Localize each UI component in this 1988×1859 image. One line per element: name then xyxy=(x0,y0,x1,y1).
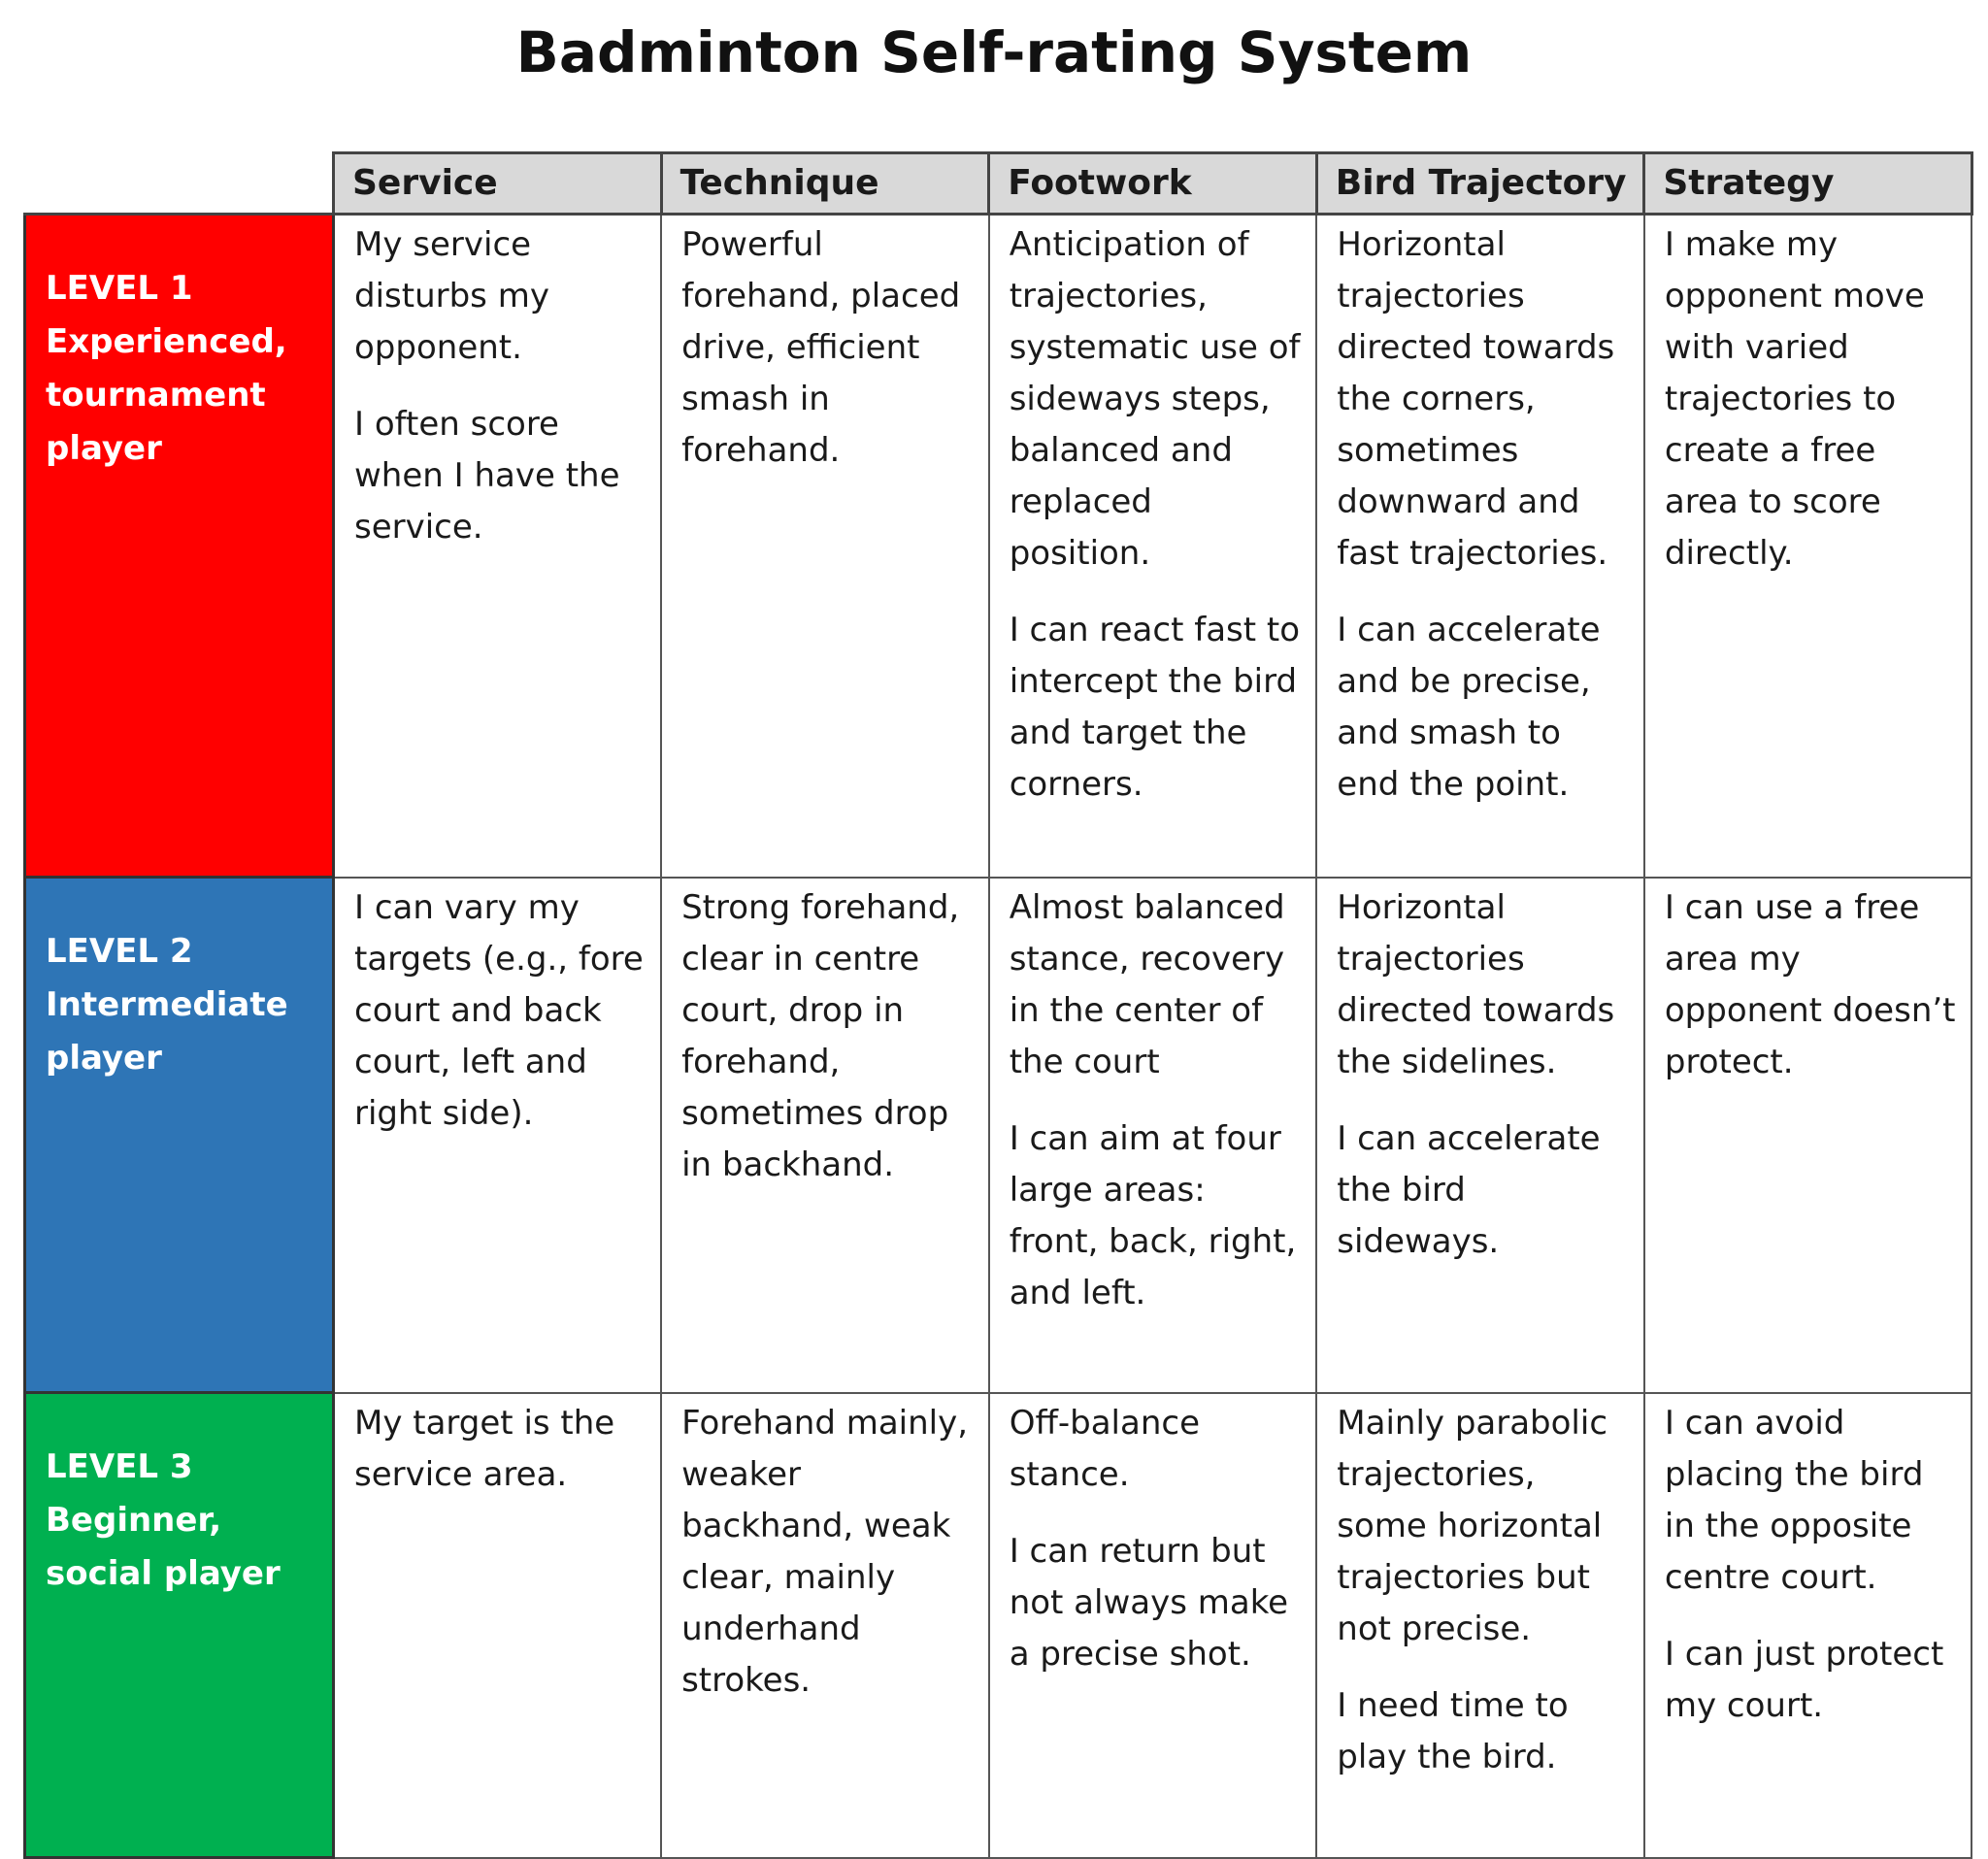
cell-text: I can avoid placing the bird in the oppo… xyxy=(1664,1403,1924,1597)
level-3-trajectory-cell: Mainly parabolic trajectories, some hori… xyxy=(1315,1391,1645,1859)
header-strategy: Strategy xyxy=(1642,151,1973,216)
rating-table: Service Technique Footwork Bird Trajecto… xyxy=(23,151,1973,1859)
cell-text: I can just protect my court. xyxy=(1664,1634,1944,1725)
cell-text: I need time to play the bird. xyxy=(1337,1685,1569,1776)
level-2-row: LEVEL 2 Intermediate player I can vary m… xyxy=(23,876,1973,1394)
cell-text: Horizontal trajectories directed towards… xyxy=(1337,887,1615,1081)
level-2-strategy-cell: I can use a free area my opponent doesn’… xyxy=(1642,876,1973,1394)
cell-text: I can accelerate the bird sideways. xyxy=(1337,1118,1601,1261)
cell-text: I often score when I have the service. xyxy=(354,405,620,547)
cell-text: I can return but not always make a preci… xyxy=(1009,1531,1289,1674)
page-title: Badminton Self-rating System xyxy=(515,19,1473,85)
cell-text: Strong forehand, clear in centre court, … xyxy=(681,887,960,1184)
level-3-label: LEVEL 3 Beginner, social player xyxy=(23,1391,335,1859)
level-3-row: LEVEL 3 Beginner, social player My targe… xyxy=(23,1391,1973,1859)
cell-text: Anticipation of trajectories, systematic… xyxy=(1009,225,1301,573)
cell-text: Forehand mainly, weaker backhand, weak c… xyxy=(681,1403,969,1700)
level-3-technique-cell: Forehand mainly, weaker backhand, weak c… xyxy=(660,1391,990,1859)
level-description: Intermediate player xyxy=(46,985,288,1078)
level-3-strategy-cell: I can avoid placing the bird in the oppo… xyxy=(1642,1391,1973,1859)
header-technique: Technique xyxy=(659,151,991,216)
header-row: Service Technique Footwork Bird Trajecto… xyxy=(24,151,1973,216)
level-2-service-cell: I can vary my targets (e.g., fore court … xyxy=(332,876,663,1394)
header-bird-trajectory: Bird Trajectory xyxy=(1314,151,1646,216)
cell-text: My target is the service area. xyxy=(354,1403,615,1494)
cell-text: I can accelerate and be precise, and sma… xyxy=(1337,611,1601,804)
level-name: LEVEL 2 xyxy=(46,932,193,971)
level-description: Beginner, social player xyxy=(46,1501,281,1593)
level-1-service-cell: My service disturbs my opponent. I often… xyxy=(332,213,663,879)
level-2-label: LEVEL 2 Intermediate player xyxy=(23,876,335,1394)
header-service: Service xyxy=(332,151,663,216)
header-corner xyxy=(24,152,334,216)
cell-text: Off-balance stance. xyxy=(1009,1403,1201,1494)
level-1-footwork-cell: Anticipation of trajectories, systematic… xyxy=(987,213,1318,879)
header-footwork: Footwork xyxy=(987,151,1318,216)
cell-text: I can use a free area my opponent doesn’… xyxy=(1664,887,1956,1081)
level-description: Experienced, tournament player xyxy=(46,322,287,468)
cell-text: Powerful forehand, placed drive, efficie… xyxy=(681,225,961,470)
cell-text: I make my opponent move with varied traj… xyxy=(1664,225,1925,573)
level-1-strategy-cell: I make my opponent move with varied traj… xyxy=(1642,213,1973,879)
level-2-technique-cell: Strong forehand, clear in centre court, … xyxy=(660,876,990,1394)
cell-text: My service disturbs my opponent. xyxy=(354,225,549,367)
cell-text: I can vary my targets (e.g., fore court … xyxy=(354,887,644,1133)
level-2-trajectory-cell: Horizontal trajectories directed towards… xyxy=(1315,876,1645,1394)
cell-text: I can aim at four large areas: front, ba… xyxy=(1009,1118,1297,1312)
level-name: LEVEL 3 xyxy=(46,1447,193,1486)
level-1-trajectory-cell: Horizontal trajectories directed towards… xyxy=(1315,213,1645,879)
level-3-service-cell: My target is the service area. xyxy=(332,1391,663,1859)
cell-text: I can react fast to intercept the bird a… xyxy=(1009,611,1301,804)
level-name: LEVEL 1 xyxy=(46,269,193,308)
cell-text: Almost balanced stance, recovery in the … xyxy=(1009,887,1285,1081)
level-3-footwork-cell: Off-balance stance. I can return but not… xyxy=(987,1391,1318,1859)
level-1-row: LEVEL 1 Experienced, tournament player M… xyxy=(23,213,1973,879)
cell-text: Mainly parabolic trajectories, some hori… xyxy=(1337,1403,1608,1648)
level-2-footwork-cell: Almost balanced stance, recovery in the … xyxy=(987,876,1318,1394)
level-1-label: LEVEL 1 Experienced, tournament player xyxy=(23,213,335,879)
cell-text: Horizontal trajectories directed towards… xyxy=(1337,225,1615,573)
level-1-technique-cell: Powerful forehand, placed drive, efficie… xyxy=(660,213,990,879)
